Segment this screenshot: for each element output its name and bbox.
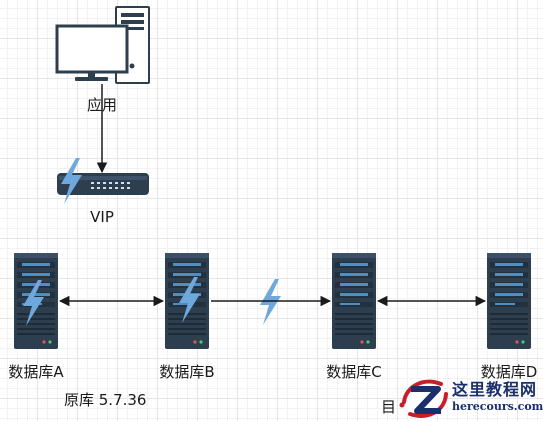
app-label: 应用: [86, 96, 118, 114]
watermark-url: herecours.com: [452, 400, 543, 413]
server-icon: [487, 253, 531, 349]
server-icon: [332, 253, 376, 349]
lightning-icon: [260, 279, 281, 325]
db-a-note: 原库 5.7.36: [64, 391, 147, 409]
db-d-label: 数据库D: [480, 363, 538, 381]
db-a-label: 数据库A: [8, 363, 64, 381]
watermark: 这里教程网 herecours.com: [452, 381, 543, 414]
watermark-title: 这里教程网: [452, 380, 538, 399]
desktop-computer-icon: [55, 6, 150, 84]
db-c-label: 数据库C: [326, 363, 382, 381]
vip-label: VIP: [90, 208, 114, 226]
db-c-note: 目: [381, 398, 397, 416]
network-switch-icon: [57, 173, 149, 195]
watermark-logo-icon: [399, 378, 448, 420]
db-b-label: 数据库B: [159, 363, 215, 381]
